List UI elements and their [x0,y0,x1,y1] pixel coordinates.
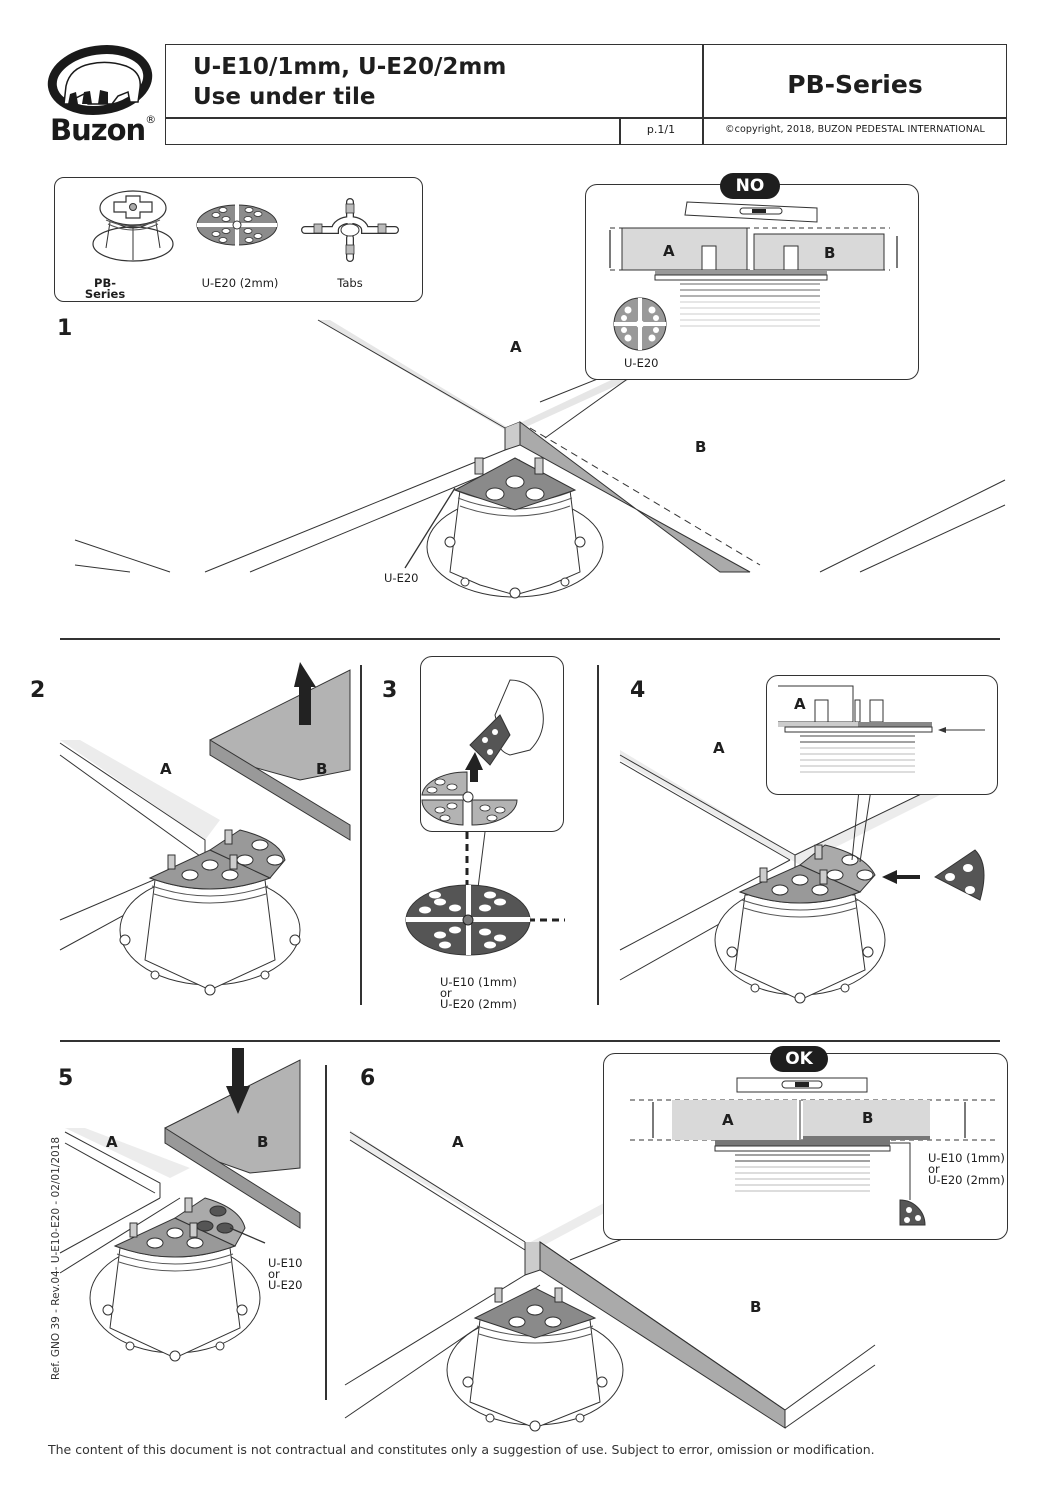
callout-part-label: U-E20 (2mm) [928,1173,1005,1187]
step-3-illustration [405,679,565,956]
tile-a-label: A [106,1133,118,1151]
step-number: 5 [58,1066,74,1091]
part-or: or [268,1267,280,1281]
callout-tile-a-label: A [794,695,806,713]
header-divider [619,118,621,145]
title-line-2: Use under tile [193,84,376,110]
series-name: PB-Series [787,70,923,99]
section-divider [360,665,362,1005]
brand-name: Buzon® [50,113,156,147]
step-number: 6 [360,1066,376,1091]
tile-b-label: B [257,1133,269,1151]
callout-tile-a-label: A [722,1111,734,1129]
section-divider [325,1065,327,1400]
section-divider [60,1040,1000,1042]
ok-cross-section [630,1077,995,1226]
section-divider [60,638,1000,640]
tabs-icon [301,198,399,262]
step-4-cross-section [778,685,985,773]
section-divider [597,665,599,1005]
tile-b-label: B [750,1298,762,1316]
tile-a-label: A [713,739,725,757]
part-label: U-E10 (1mm) [440,975,517,989]
callout-tile-a-label: A [663,242,675,260]
pedestal-icon [92,190,174,262]
legend-label: U-E20 (2mm) [201,276,279,290]
step-4-illustration [619,729,985,1004]
detail-callout [766,675,998,795]
step-number: 4 [630,678,646,703]
disclaimer: The content of this document is not cont… [48,1442,875,1457]
legend-label: PB-Series [84,276,126,301]
legend-label: Tabs [337,276,363,290]
title-line-1: U-E10/1mm, U-E20/2mm [193,54,507,80]
part-label: U-E20 (2mm) [440,997,517,1011]
step-number: 1 [57,316,73,341]
callout-part-label: U-E10 (1mm) [928,1151,1005,1165]
header-divider [165,117,1007,119]
buzon-logo-icon [47,45,153,115]
tile-a-label: A [452,1133,464,1151]
page-title: U-E10/1mm, U-E20/2mm Use under tile [193,52,506,112]
shim-disc-icon [196,204,278,246]
step-6-illustration [344,1130,876,1432]
document-reference: Ref. GNO 39 - Rev.04- U-E10-E20 - 02/01/… [50,1136,62,1380]
callout-part-label: U-E20 [624,356,659,370]
part-label: U-E10 [268,1256,303,1270]
callout-part-or: or [928,1162,940,1176]
legend-panel [54,177,423,302]
tile-b-label: B [316,760,328,778]
step-number: 2 [30,678,46,703]
tile-a-label: A [510,338,522,356]
callout-tile-b-label: B [824,244,836,262]
header-divider [702,44,704,145]
u-e20-shim-icon [613,297,667,351]
tile-a-label: A [160,760,172,778]
step-2-illustration [59,662,351,996]
callout-tile-b-label: B [862,1109,874,1127]
tile-b-label: B [695,438,707,456]
step-5-illustration [59,1048,301,1362]
part-or: or [440,986,452,1000]
part-label: U-E20 [384,571,419,585]
no-cross-section [609,201,898,327]
step-1-illustration [74,310,1006,599]
step-number: 3 [382,678,398,703]
copyright: ©copyright, 2018, BUZON PEDESTAL INTERNA… [725,124,985,135]
part-label: U-E20 [268,1278,303,1292]
header-frame [165,44,1007,145]
ok-badge: OK [770,1046,828,1072]
page-number: p.1/1 [646,123,676,136]
no-badge: NO [720,173,780,199]
